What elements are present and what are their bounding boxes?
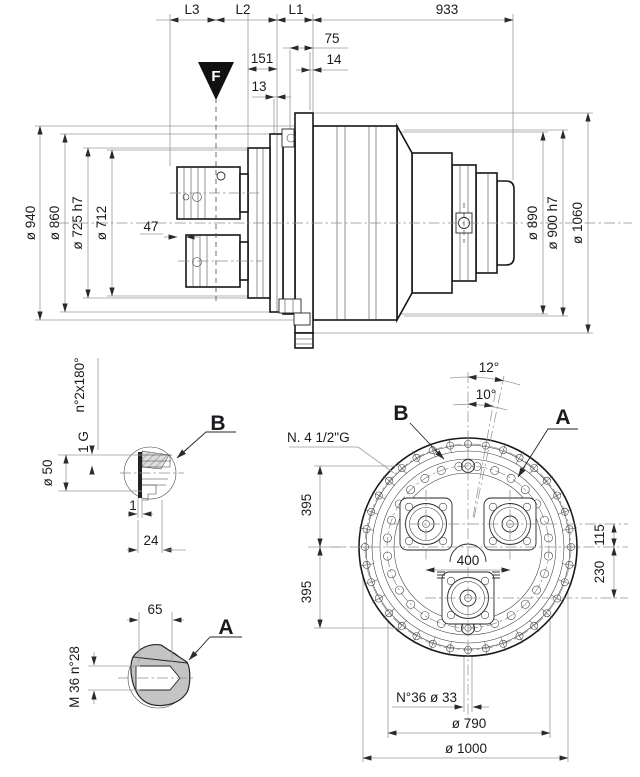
dim-10deg: 10°: [476, 387, 496, 402]
detail-b-gap-dim: 1: [129, 498, 137, 513]
dim-230: 230: [592, 561, 607, 584]
dim-115: 115: [592, 524, 607, 546]
f-datum-flag: F: [198, 62, 234, 100]
detail-b: n°2x180° 1 G ø 50 1 24 B: [40, 357, 236, 553]
dim-75: 75: [324, 31, 339, 46]
detail-b-pattern-label: n°2x180°: [72, 357, 87, 412]
top-bolt-fitting: [281, 128, 295, 148]
dim-12deg: 12°: [479, 360, 499, 375]
dim-14: 14: [326, 52, 342, 67]
dim-47: 47: [143, 219, 158, 234]
front-label-a: A: [555, 406, 570, 429]
side-view: F L3 L2 L1 933 75 151 14 13 47: [23, 2, 632, 349]
front-label-b: B: [393, 402, 408, 425]
detail-b-label: B: [210, 412, 225, 435]
side-view-dimensions: L3 L2 L1 933 75 151 14 13 47 ø 940 ø 86: [23, 2, 591, 334]
detail-a-thread-label: M 36 n°28: [67, 646, 82, 708]
front-view-extension-lines: [362, 576, 569, 762]
dim-400: 400: [457, 553, 480, 568]
detail-b-thread-label: 1 G: [76, 431, 91, 453]
detail-b-depth-dim: 24: [143, 533, 159, 548]
dim-L1: L1: [288, 2, 303, 17]
dim-860: ø 860: [47, 206, 62, 241]
datum-flag-triangle: [198, 62, 234, 100]
dim-L3: L3: [184, 2, 199, 17]
dim-1060: ø 1060: [570, 202, 585, 244]
bottom-port-elbow: [293, 312, 311, 326]
dim-1000: ø 1000: [445, 741, 487, 756]
flange-bottom-foot: [294, 332, 314, 349]
finish-marks: [437, 571, 500, 579]
dim-13: 13: [251, 79, 266, 94]
dim-900h7: ø 900 h7: [545, 196, 560, 249]
detail-a-label: A: [218, 616, 233, 639]
end-cap: [496, 180, 515, 266]
datum-flag-letter: F: [211, 68, 220, 85]
dim-933: 933: [436, 2, 459, 17]
front-view-leaders: B A N. 4 1/2"G: [287, 402, 578, 478]
inner-bolt-holes: [383, 462, 553, 632]
dim-790: ø 790: [452, 716, 487, 731]
dim-n36-holes: N°36 ø 33: [396, 690, 457, 705]
detail-a: 65 M 36 n°28 A: [67, 602, 242, 709]
dim-L2: L2: [235, 2, 250, 17]
dim-151: 151: [251, 51, 274, 66]
angle-dimensions: 12° 10°: [449, 360, 521, 411]
dim-395-lower: 395: [299, 581, 314, 604]
dim-395-upper: 395: [299, 494, 314, 517]
detail-b-hatch: [141, 450, 170, 470]
detail-a-offset-dim: 65: [147, 602, 162, 617]
dim-940: ø 940: [23, 206, 38, 241]
hydraulic-ports-label: N. 4 1/2"G: [287, 430, 350, 445]
front-view-dimensions: 395 395 115 230 400 N°36 ø 33 ø 790 ø 10…: [299, 465, 617, 761]
detail-b-wall: [138, 452, 142, 498]
detail-b-step: [142, 484, 157, 501]
bottom-fitting-block: [278, 298, 302, 314]
dim-712: ø 712: [94, 206, 109, 241]
front-view: 12° 10° B A N. 4 1/2"G 395 395 115: [287, 360, 628, 762]
dim-890: ø 890: [525, 206, 540, 241]
side-view-centerlines: [58, 62, 632, 302]
detail-b-bore-dim: ø 50: [40, 459, 55, 486]
dim-725h7: ø 725 h7: [70, 196, 85, 249]
